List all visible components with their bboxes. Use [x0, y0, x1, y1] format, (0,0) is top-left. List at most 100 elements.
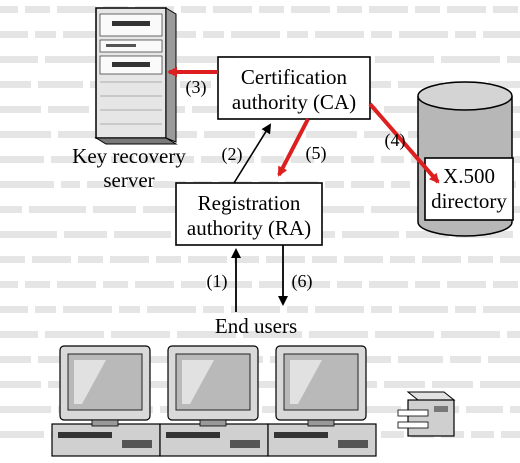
background-text-stroke — [153, 181, 186, 188]
background-text-stroke — [111, 156, 134, 163]
background-text-stroke — [375, 331, 434, 338]
ra-label-line2: authority (RA) — [187, 216, 311, 240]
background-text-stroke — [369, 281, 408, 288]
background-text-stroke — [507, 56, 520, 63]
server-icon — [94, 7, 178, 145]
background-text-stroke — [381, 431, 404, 438]
background-text-stroke — [351, 156, 374, 163]
background-text-stroke — [0, 81, 31, 88]
background-text-stroke — [0, 256, 25, 263]
background-text-stroke — [111, 331, 170, 338]
background-text-stroke — [38, 81, 83, 88]
background-text-stroke — [144, 381, 185, 388]
background-text-stroke — [0, 6, 18, 13]
background-text-stroke — [399, 31, 448, 38]
background-text-stroke — [147, 306, 196, 313]
background-text-stroke — [57, 6, 96, 13]
step-5-label: (5) — [306, 143, 327, 164]
background-text-stroke — [398, 81, 443, 88]
background-text-stroke — [325, 181, 344, 188]
background-text-stroke — [231, 31, 280, 38]
background-text-stroke — [315, 31, 364, 38]
background-text-stroke — [0, 281, 18, 288]
background-text-stroke — [63, 306, 112, 313]
background-text-stroke — [501, 431, 520, 438]
background-text-stroke — [415, 6, 440, 13]
background-text-stroke — [0, 131, 51, 138]
background-text-stroke — [180, 81, 211, 88]
arrow-ca-to-ra — [277, 118, 310, 177]
background-text-stroke — [291, 6, 330, 13]
arrow-ca-to-directory — [368, 102, 440, 184]
directory-label-line2: directory — [431, 189, 507, 213]
background-text-stroke — [156, 256, 181, 263]
background-text-stroke — [510, 131, 520, 138]
background-text-stroke — [259, 281, 284, 288]
background-text-stroke — [306, 131, 357, 138]
background-text-stroke — [0, 356, 31, 363]
background-text-stroke — [231, 156, 254, 163]
background-text-stroke — [45, 56, 104, 63]
background-text-stroke — [447, 6, 486, 13]
background-text-stroke — [406, 231, 449, 238]
background-text-stroke — [93, 206, 136, 213]
directory-label-box — [424, 157, 514, 221]
background-text-stroke — [143, 206, 200, 213]
background-text-stroke — [450, 356, 481, 363]
background-text-stroke — [466, 406, 503, 413]
background-text-stroke — [51, 156, 74, 163]
background-text-stroke — [480, 381, 520, 388]
background-text-stroke — [181, 281, 206, 288]
background-text-stroke — [315, 306, 364, 313]
workstation-icon — [159, 345, 269, 457]
background-text-stroke — [48, 106, 89, 113]
background-text-stroke — [0, 381, 41, 388]
background-text-stroke — [483, 31, 520, 38]
background-text-stroke — [81, 156, 104, 163]
background-text-stroke — [114, 231, 171, 238]
background-text-stroke — [391, 181, 410, 188]
key-recovery-label-line1: Key recovery — [72, 144, 186, 168]
background-text-stroke — [510, 406, 520, 413]
background-text-stroke — [371, 206, 428, 213]
ra-label-line1: Registration — [198, 191, 301, 215]
background-text-stroke — [432, 381, 473, 388]
background-text-stroke — [171, 156, 194, 163]
background-text-stroke — [371, 306, 392, 313]
background-text-stroke — [192, 106, 233, 113]
background-text-stroke — [471, 431, 494, 438]
background-text-stroke — [287, 306, 308, 313]
background-text-stroke — [213, 6, 252, 13]
background-text-stroke — [422, 256, 461, 263]
background-text-stroke — [321, 206, 364, 213]
background-text-stroke — [447, 281, 486, 288]
step-4-label: (4) — [385, 130, 406, 151]
background-text-stroke — [266, 256, 305, 263]
background-text-stroke — [360, 81, 391, 88]
background-text-stroke — [483, 306, 520, 313]
step-1-label: (1) — [207, 271, 228, 292]
background-text-stroke — [203, 31, 224, 38]
background-text-stroke — [35, 31, 56, 38]
background-text-stroke — [32, 256, 71, 263]
background-text-stroke — [234, 256, 259, 263]
ca-label-line2: authority (CA) — [232, 90, 356, 114]
background-text-stroke — [259, 6, 284, 13]
background-text-stroke — [312, 256, 337, 263]
background-text-stroke — [371, 31, 392, 38]
background-text-stroke — [364, 131, 401, 138]
background-text-stroke — [25, 6, 50, 13]
background-text-stroke — [119, 306, 140, 313]
background-text-stroke — [0, 31, 28, 38]
background-text-stroke — [110, 256, 149, 263]
background-text-stroke — [342, 231, 399, 238]
background-text-stroke — [127, 181, 146, 188]
background-text-stroke — [141, 156, 164, 163]
background-text-stroke — [45, 331, 104, 338]
background-text-stroke — [243, 331, 302, 338]
background-text-stroke — [500, 256, 520, 263]
background-text-stroke — [309, 331, 368, 338]
background-text-stroke — [375, 56, 434, 63]
step-2-label: (2) — [222, 144, 243, 165]
